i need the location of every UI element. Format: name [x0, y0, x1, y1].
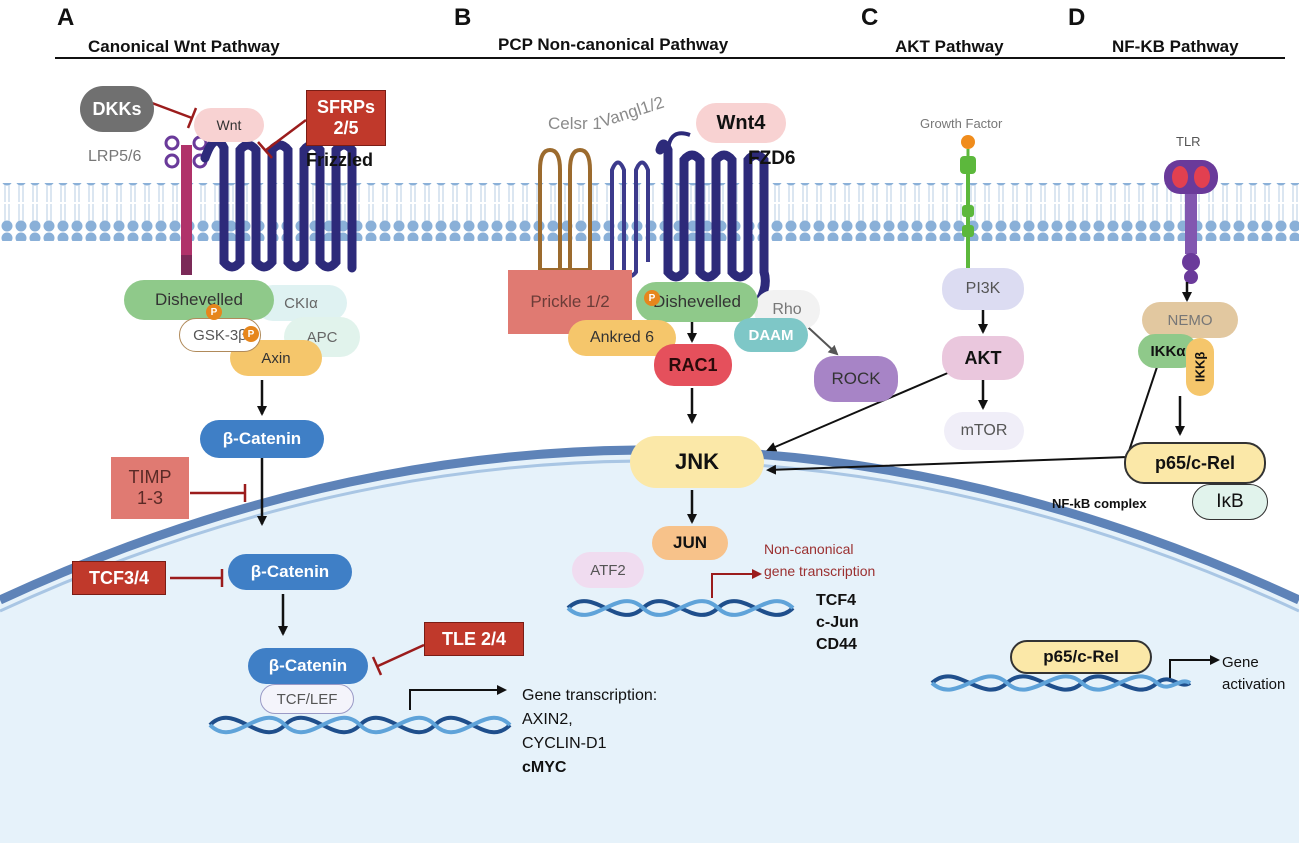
akt-node: AKT: [942, 336, 1024, 380]
daam-node: DAAM: [734, 318, 808, 352]
gene-activation-line1: Gene: [1222, 654, 1259, 671]
panel-title-d: NF-KB Pathway: [1112, 37, 1239, 56]
tcf34-box: TCF3/4: [72, 561, 166, 595]
nemo-node: NEMO: [1142, 302, 1238, 338]
fzd6-receptor: [655, 131, 770, 305]
timp-inhibition: [190, 484, 247, 502]
arrow-noncanonical-transcription: [711, 569, 762, 598]
ikb-node: IκB: [1192, 484, 1268, 520]
noncanonical-transcription-label: Non-canonical gene transcription: [764, 538, 875, 582]
sfrps-line2: 2/5: [333, 118, 359, 138]
gene-transcription-a: Gene transcription: AXIN2, CYCLIN-D1 cMY…: [522, 684, 657, 780]
tlr-receptor: [1164, 160, 1218, 284]
beta-catenin-dna: β-Catenin: [248, 648, 368, 684]
phospho-badge-a2: P: [243, 326, 259, 342]
p65-crel-cytoplasm: p65/c-Rel: [1124, 442, 1266, 484]
phospho-badge-b: P: [644, 290, 660, 306]
jun-node: JUN: [652, 526, 728, 560]
panel-title-a: Canonical Wnt Pathway: [88, 37, 280, 56]
nfkb-complex-label: NF-kB complex: [1052, 496, 1147, 511]
dna-helix-b: [566, 599, 795, 617]
dkk-inhibition: [151, 101, 198, 129]
gene-a-line2: AXIN2,: [522, 711, 573, 728]
wnt4-node: Wnt4: [696, 103, 786, 143]
dkks-node: DKKs: [80, 86, 154, 132]
dna-helix-d: [930, 674, 1192, 692]
gene-tcf4: TCF4: [816, 592, 856, 609]
phospho-badge-a1: P: [206, 304, 222, 320]
beta-catenin-nucleus: β-Catenin: [228, 554, 352, 590]
timp-line2: 1-3: [136, 488, 163, 508]
panel-letter-c: C: [861, 4, 879, 31]
gene-activation-line2: activation: [1222, 676, 1286, 693]
jnk-node: JNK: [630, 436, 764, 488]
gene-a-line1: Gene transcription:: [522, 687, 658, 704]
dishevelled-node-a: Dishevelled: [124, 280, 274, 320]
pi3k-node: PI3K: [942, 268, 1024, 310]
panel-title-c: AKT Pathway: [895, 37, 1004, 56]
p65-crel-nucleus: p65/c-Rel: [1010, 640, 1152, 674]
nucleus: [0, 450, 1299, 843]
timp-line1: TIMP: [128, 467, 172, 488]
noncanon-line1: Non-canonical: [764, 541, 854, 557]
sfrp-inhibition: [257, 119, 307, 159]
tcf34-inhibition: [170, 569, 224, 587]
prickle-box: Prickle 1/2: [508, 270, 632, 334]
panel-letter-d: D: [1068, 4, 1086, 31]
arrow-gene-activation: [1169, 655, 1220, 678]
arrow-transcription-a: [409, 685, 507, 710]
lrp56-label: LRP5/6: [88, 148, 142, 165]
gene-cjun: c-Jun: [816, 614, 859, 631]
rac1-node: RAC1: [654, 344, 732, 386]
tcf-lef-node: TCF/LEF: [260, 684, 354, 714]
tle-inhibition: [371, 643, 425, 676]
sfrps-line1: SFRPs: [316, 97, 376, 118]
gene-activation-label: Gene activation: [1222, 652, 1285, 696]
atf2-node: ATF2: [572, 552, 644, 588]
rock-node: ROCK: [814, 356, 898, 402]
panel-title-b: PCP Non-canonical Pathway: [498, 35, 729, 54]
beta-catenin-cytoplasm: β-Catenin: [200, 420, 324, 458]
fzd6-label: FZD6: [748, 148, 796, 169]
noncanon-line2: gene transcription: [764, 563, 876, 579]
growth-factor-label: Growth Factor: [920, 116, 1003, 131]
arrow-akt-to-jnk: [766, 371, 951, 452]
gene-a-line4: cMYC: [522, 759, 567, 776]
celsr1-label: Celsr 1: [548, 114, 602, 133]
frizzled-label: Frizzled: [306, 150, 374, 170]
tle-box: TLE 2/4: [424, 622, 524, 656]
gene-cd44: CD44: [816, 636, 857, 653]
panel-letter-b: B: [454, 4, 472, 31]
ikkb-node: IKKβ: [1186, 338, 1214, 396]
tlr-label: TLR: [1176, 134, 1201, 149]
gsk3b-node: GSK-3β: [179, 318, 261, 352]
dna-helix-a: [208, 715, 512, 735]
panel-letter-a: A: [57, 4, 75, 31]
mtor-node: mTOR: [944, 412, 1024, 450]
growth-factor-receptor: [960, 135, 976, 270]
wnt-node: Wnt: [194, 108, 264, 142]
frizzled-receptor: [200, 136, 357, 273]
gene-a-line3: CYCLIN-D1: [522, 735, 607, 752]
pcp-target-genes: TCF4 c-Jun CD44: [816, 590, 859, 656]
